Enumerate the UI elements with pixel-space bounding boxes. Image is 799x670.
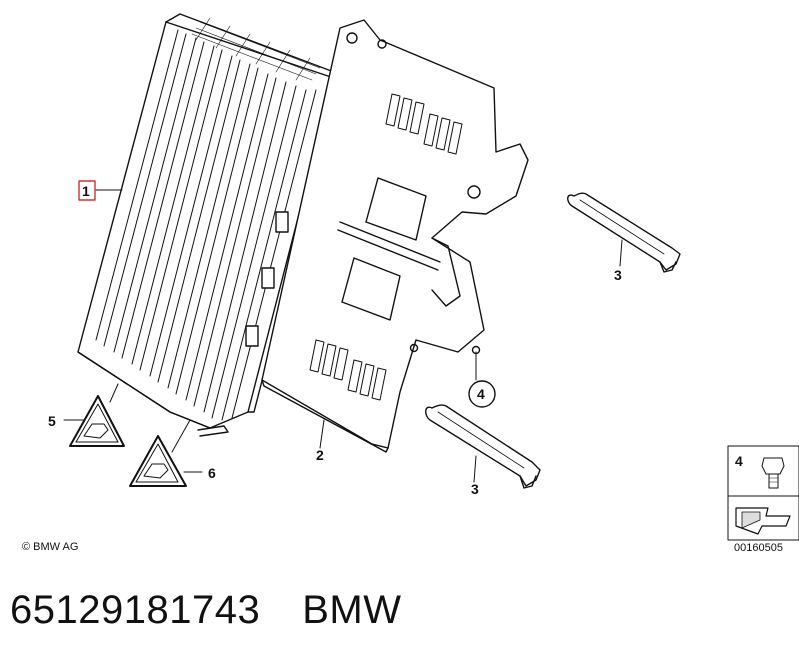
footer-part-info: 65129181743 BMW (10, 588, 401, 633)
warning-label-5 (69, 395, 125, 447)
callout-1-box (78, 180, 96, 201)
callout-3-lower-label: 3 (471, 481, 479, 497)
drawing-number: 00160505 (734, 542, 783, 554)
warning-label-6 (129, 435, 187, 487)
callout-4-circle (468, 380, 496, 408)
callout-1-label: 1 (82, 183, 90, 199)
mounting-bracket (261, 19, 529, 453)
callout-2-label: 2 (316, 447, 324, 463)
callout-3-upper-label: 3 (614, 267, 622, 283)
part-number: 65129181743 (10, 588, 261, 632)
legend-item-number: 4 (735, 453, 743, 469)
copyright-notice: © BMW AG (22, 541, 79, 553)
legend-box (727, 445, 799, 541)
cable-strap-upper (567, 192, 681, 273)
callout-4-label: 4 (477, 386, 485, 402)
callout-5-label: 5 (48, 413, 56, 429)
brand-name: BMW (302, 588, 402, 632)
callout-6-label: 6 (208, 465, 216, 481)
cable-strap-lower (425, 404, 541, 489)
